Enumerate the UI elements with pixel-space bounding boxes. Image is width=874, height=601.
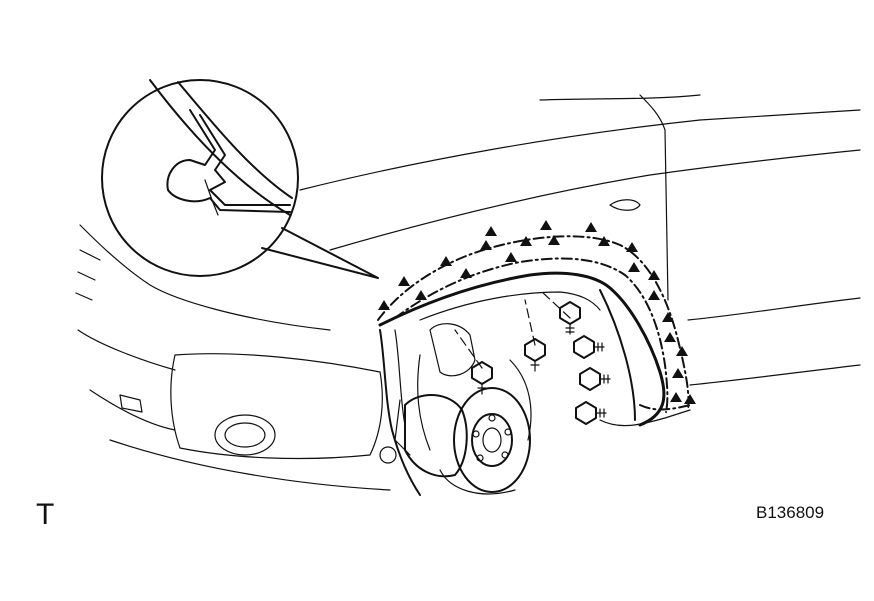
screw-icon xyxy=(573,335,605,359)
windshield-base xyxy=(539,94,701,101)
hood-line xyxy=(299,109,861,191)
clip-marker-icon xyxy=(670,392,682,402)
side-marker-lamp xyxy=(609,199,641,211)
clip-marker-icon xyxy=(520,236,532,246)
wheel-arch-front-edge xyxy=(379,329,421,496)
clip-marker-icon xyxy=(676,346,688,356)
clip-marker-icon xyxy=(648,290,660,300)
fender-liner-edge xyxy=(378,271,666,427)
detail-panel-edge-a xyxy=(149,79,291,216)
knuckle-edge xyxy=(509,359,532,441)
fog-lamp-housing xyxy=(170,353,383,460)
screw-leader-lines xyxy=(454,289,571,369)
fog-lamp-inner xyxy=(224,422,266,448)
vehicle-body xyxy=(75,94,861,496)
detail-clip-outline xyxy=(166,109,291,213)
fender-liner-rib xyxy=(599,289,636,421)
detail-callout xyxy=(101,79,379,279)
hub-center xyxy=(482,427,502,453)
screw-icon xyxy=(524,338,546,372)
wheel-hub xyxy=(471,413,513,467)
corner-mark: T xyxy=(36,498,55,531)
fog-lamp-lens xyxy=(214,414,276,456)
door-line-lower xyxy=(689,364,861,386)
screw-icon xyxy=(575,401,607,425)
bumper-top-line xyxy=(79,224,331,331)
bumper-reflector xyxy=(119,394,143,413)
clip-marker-icon xyxy=(662,312,674,322)
screw-icon xyxy=(579,367,611,391)
wheel-stud xyxy=(504,428,512,436)
figure-code: B136809 xyxy=(756,503,825,522)
clip-marker-icon xyxy=(460,268,472,278)
bumper-bottom-edge xyxy=(109,439,391,491)
clip-marker-icon xyxy=(598,236,610,246)
clip-marker-icon xyxy=(480,240,492,250)
clip-line-outer xyxy=(377,235,690,411)
clip-marker-icon xyxy=(628,262,640,272)
strut-top xyxy=(429,323,476,377)
clip-marker-icon xyxy=(505,252,517,262)
grille-slats xyxy=(75,249,101,301)
screws xyxy=(454,289,611,425)
brake-caliper xyxy=(404,393,468,478)
clip-line-bottom xyxy=(639,404,691,411)
a-pillar-edge xyxy=(639,94,669,301)
clip-marker-icon xyxy=(585,222,597,232)
wheel-stud xyxy=(476,454,484,462)
lower-arm xyxy=(439,469,516,495)
bumper-lower-line xyxy=(89,389,176,431)
clip-marker-icon xyxy=(378,300,390,310)
clip-marker-icon xyxy=(672,368,684,378)
suspension-assembly xyxy=(379,323,532,495)
bumper-mid-line xyxy=(77,329,176,371)
detail-clip-inner xyxy=(199,114,291,206)
wheel-arch-inner-edge xyxy=(394,329,406,426)
clip-marker-icon xyxy=(398,276,410,286)
tie-rod-end xyxy=(379,446,397,464)
fender-crease xyxy=(329,149,861,251)
detail-circle xyxy=(101,79,299,277)
clip-marker-icon xyxy=(440,256,452,266)
fender-liner xyxy=(377,235,691,427)
clip-marker-icon xyxy=(664,332,676,342)
clip-marker-icon xyxy=(548,235,560,245)
rocker-line xyxy=(599,409,691,427)
clip-marker-icon xyxy=(540,220,552,230)
fender-liner-inner xyxy=(419,291,601,321)
clip-line-inner xyxy=(394,257,669,413)
screw-icon xyxy=(559,301,581,335)
clip-marker-icon xyxy=(684,394,696,404)
callout-pointer xyxy=(261,227,379,279)
wheel-stud xyxy=(472,430,480,438)
clip-markers xyxy=(378,220,696,404)
detail-clip-stem xyxy=(204,179,219,216)
clip-marker-icon xyxy=(626,242,638,252)
door-line-upper xyxy=(687,297,861,321)
detail-panel-edge-b xyxy=(177,81,293,199)
wheel-stud xyxy=(488,414,496,422)
strut-body xyxy=(417,354,431,451)
clip-marker-icon xyxy=(648,270,660,280)
clip-marker-icon xyxy=(485,226,497,236)
brake-rotor xyxy=(453,387,531,493)
clip-marker-icon xyxy=(415,290,427,300)
wheel-stud xyxy=(501,451,509,459)
